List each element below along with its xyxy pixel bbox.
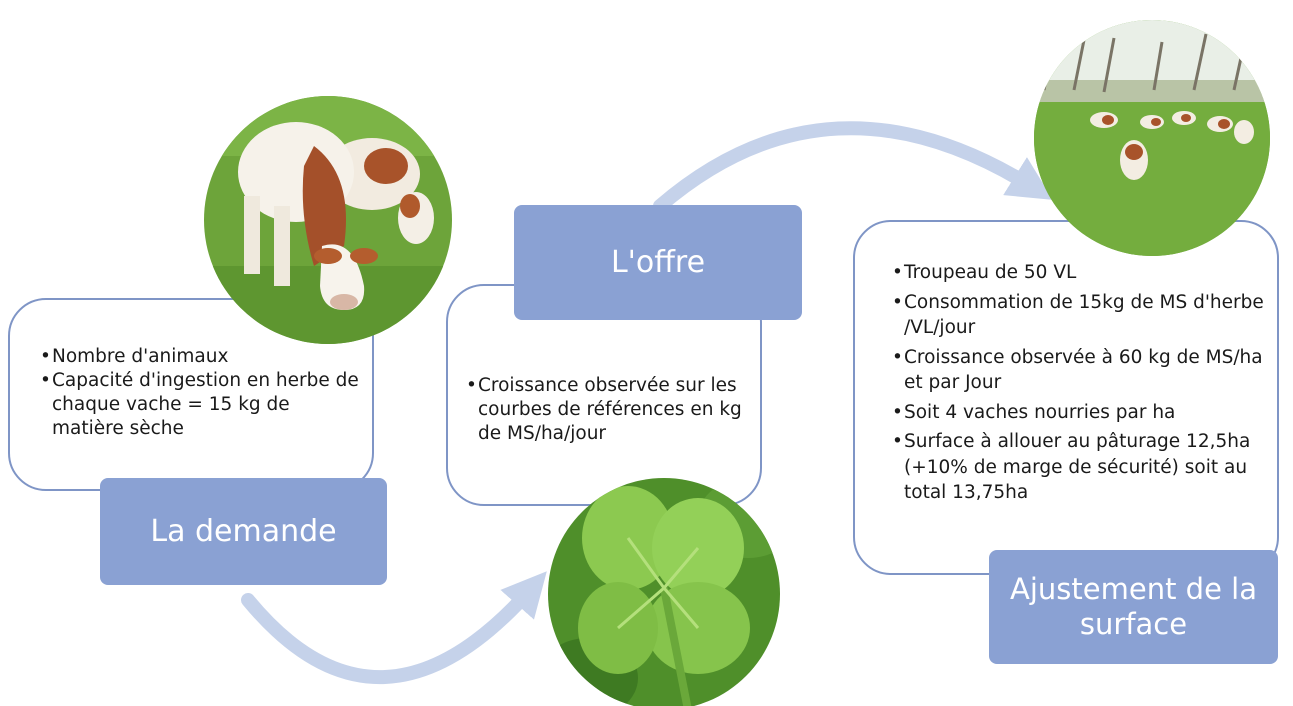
demande-label: La demande <box>100 478 387 585</box>
offre-bullet-list: Croissance observée sur les courbes de r… <box>466 374 756 446</box>
clover-photo <box>548 478 780 706</box>
offre-bullet: Croissance observée sur les courbes de r… <box>466 374 756 446</box>
ajustement-label: Ajustement de la surface <box>989 550 1278 664</box>
demande-bullet: Nombre d'animaux <box>40 345 360 369</box>
ajustement-text-box: Troupeau de 50 VL Consommation de 15kg d… <box>853 220 1279 575</box>
demande-bullet: Capacité d'ingestion en herbe de chaque … <box>40 369 360 441</box>
demande-label-text: La demande <box>150 513 337 549</box>
ajustement-bullet-list: Troupeau de 50 VL Consommation de 15kg d… <box>892 260 1272 510</box>
grazing-cows-photo <box>204 96 452 344</box>
offre-label-text: L'offre <box>610 244 706 280</box>
ajustement-label-text: Ajustement de la surface <box>1010 572 1257 641</box>
ajustement-bullet: Soit 4 vaches nourries par ha <box>892 400 1272 426</box>
pasture-herd-photo <box>1034 20 1270 256</box>
demande-bullet-list: Nombre d'animaux Capacité d'ingestion en… <box>40 345 360 441</box>
offre-label: L'offre <box>514 205 802 320</box>
ajustement-bullet: Surface à allouer au pâturage 12,5ha (+1… <box>892 429 1272 506</box>
arrow-demande-to-offre <box>241 571 547 684</box>
ajustement-bullet: Troupeau de 50 VL <box>892 260 1272 286</box>
ajustement-bullet: Croissance observée à 60 kg de MS/ha et … <box>892 345 1272 396</box>
arrow-offre-to-ajustement <box>653 121 1053 213</box>
ajustement-bullet: Consommation de 15kg de MS d'herbe /VL/j… <box>892 290 1272 341</box>
